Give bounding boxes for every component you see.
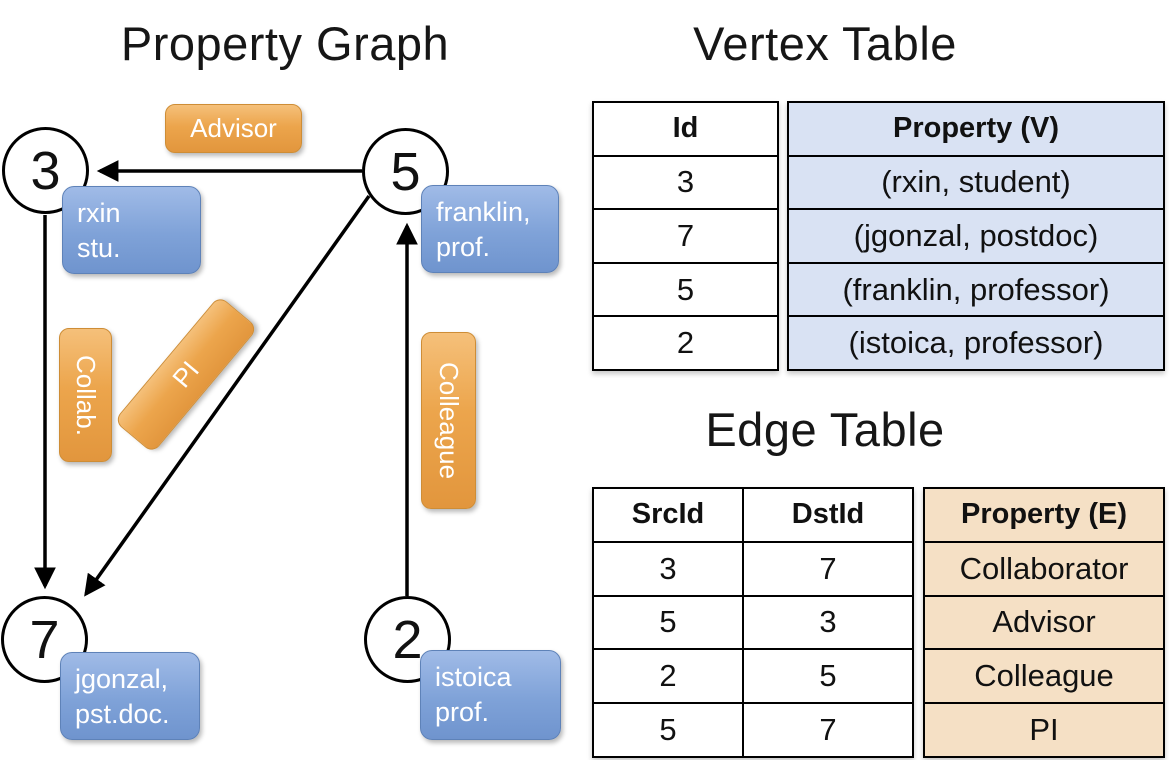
edge-table-property-column: Property (E) Collaborator Advisor Collea… bbox=[923, 487, 1165, 758]
table-cell: 2 bbox=[594, 315, 777, 369]
vertex-label-rxin: rxin stu. bbox=[62, 186, 201, 274]
vertex-table-header-property: Property (V) bbox=[893, 112, 1059, 145]
property-graph-title: Property Graph bbox=[120, 17, 450, 70]
vertex-table-property-column: Property (V) (rxin, student) (jgonzal, p… bbox=[787, 101, 1165, 371]
edge-table-title: Edge Table bbox=[705, 403, 945, 456]
table-cell: 3 bbox=[659, 550, 677, 586]
table-cell: 7 bbox=[742, 704, 912, 756]
edge-table-header-srcid: SrcId bbox=[631, 498, 705, 531]
edge-table-id-columns: SrcId DstId 3 7 5 3 2 5 5 7 bbox=[592, 487, 914, 758]
table-cell: 2 bbox=[659, 658, 677, 694]
table-cell: 5 bbox=[742, 650, 912, 703]
vertex-label-jgonzal: jgonzal, pst.doc. bbox=[60, 652, 200, 740]
table-cell: Colleague bbox=[925, 648, 1163, 702]
table-row: 2 5 bbox=[594, 648, 912, 703]
graph-node-3: 3 bbox=[2, 127, 89, 214]
edge-label-colleague: Colleague bbox=[421, 332, 476, 509]
table-cell: 7 bbox=[742, 542, 912, 595]
table-cell: 3 bbox=[594, 154, 777, 209]
table-cell: PI bbox=[925, 702, 1163, 756]
vertex-table-title: Vertex Table bbox=[693, 17, 957, 70]
table-cell: 7 bbox=[594, 208, 777, 262]
table-row: 5 7 bbox=[594, 702, 912, 756]
table-cell: (franklin, professor) bbox=[789, 261, 1163, 316]
edge-label-advisor: Advisor bbox=[165, 104, 302, 153]
table-cell: (istoica, professor) bbox=[789, 315, 1163, 369]
vertex-label-franklin: franklin, prof. bbox=[421, 185, 559, 273]
table-row: 5 3 bbox=[594, 594, 912, 649]
table-cell: 5 bbox=[659, 712, 677, 748]
table-cell: 3 bbox=[742, 596, 912, 649]
table-cell: 5 bbox=[594, 261, 777, 316]
edge-table-header-row: SrcId DstId bbox=[594, 489, 912, 541]
table-cell: 5 bbox=[659, 604, 677, 640]
table-cell: Collaborator bbox=[925, 540, 1163, 595]
table-cell: (jgonzal, postdoc) bbox=[789, 208, 1163, 262]
vertex-table-header-id: Id bbox=[672, 112, 699, 145]
table-cell: Advisor bbox=[925, 594, 1163, 649]
vertex-table-id-column: Id 3 7 5 2 bbox=[592, 101, 779, 371]
vertex-label-istoica: istoica prof. bbox=[420, 650, 561, 740]
edge-table-header-property: Property (E) bbox=[961, 498, 1127, 531]
edge-table-header-dstid: DstId bbox=[742, 489, 912, 541]
edge-arrow-5-to-7 bbox=[84, 194, 371, 597]
table-row: 3 7 bbox=[594, 540, 912, 595]
table-cell: (rxin, student) bbox=[789, 154, 1163, 209]
edge-label-collab: Collab. bbox=[59, 328, 112, 462]
